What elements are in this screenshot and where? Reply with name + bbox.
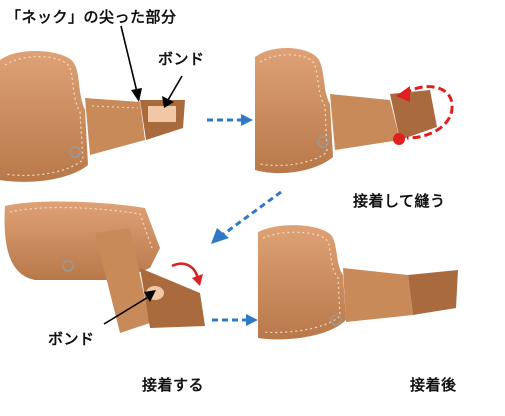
label-after-glue: 接着後 xyxy=(410,376,457,394)
step-arrow-right-top-icon xyxy=(207,114,253,126)
label-glue-and-sew: 接着して縫う xyxy=(353,192,446,210)
curve-arrow-icon xyxy=(171,262,203,286)
label-neck-tip: 「ネック」の尖った部分 xyxy=(6,8,177,26)
anchor-dot-icon xyxy=(393,133,405,145)
label-bond-bottom: ボンド xyxy=(48,330,95,348)
step2-photo xyxy=(255,42,470,182)
step-arrow-diagonal-icon xyxy=(211,190,282,244)
label-glue: 接着する xyxy=(142,376,205,394)
pointer-bond-bottom-icon xyxy=(103,290,156,325)
pointer-bond-top-icon xyxy=(162,75,183,108)
step3-photo xyxy=(0,198,215,363)
motion-arrow-icon xyxy=(396,85,454,140)
step1-photo xyxy=(0,40,205,195)
pointer-neck-tip-icon xyxy=(120,25,142,102)
step4-photo xyxy=(258,220,473,355)
label-bond-top: ボンド xyxy=(158,50,205,68)
step-arrow-right-bottom-icon xyxy=(212,314,258,326)
